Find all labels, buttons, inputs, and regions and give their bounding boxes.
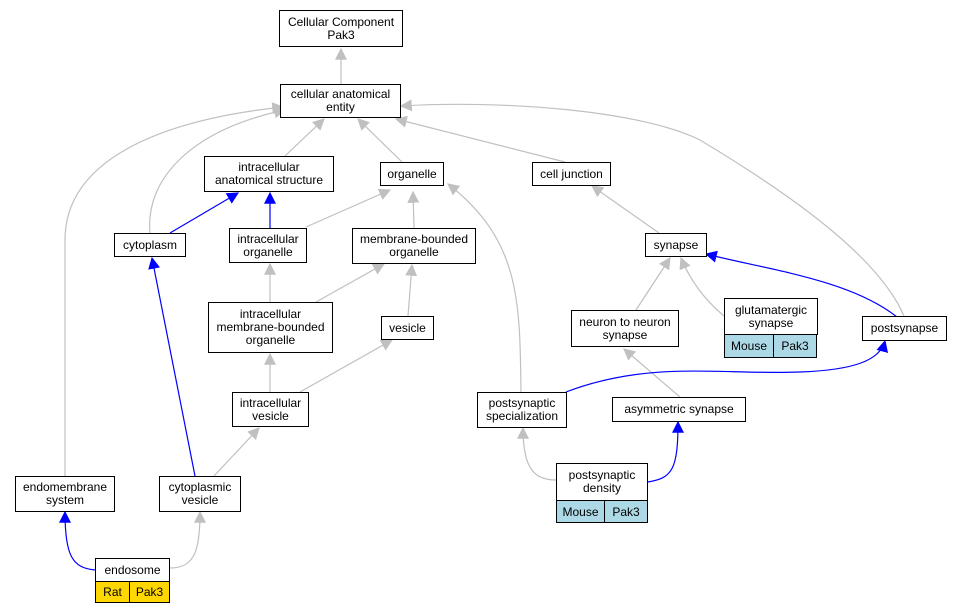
node-label: cytoplasm	[122, 237, 178, 252]
edge-glut-synapse	[679, 256, 725, 317]
node-organelle[interactable]: organelle	[380, 162, 444, 186]
node-label: vesicle	[389, 320, 426, 335]
node-label: postsynaptic specialization	[485, 396, 559, 423]
node-intracellular-membrane-bounded-organelle[interactable]: intracellular membrane-bounded organelle	[208, 302, 333, 353]
tag-rat: Rat	[95, 581, 130, 603]
edge-endosome-endomem	[59, 510, 96, 571]
tag-mouse: Mouse	[556, 500, 605, 523]
node-neuron-to-neuron-synapse[interactable]: neuron to neuron synapse	[571, 310, 679, 347]
node-label: endomembrane system	[22, 480, 108, 507]
tag-pak3: Pak3	[604, 500, 648, 523]
edge-organelle-cae	[357, 118, 403, 163]
tag-pak3: Pak3	[773, 334, 817, 358]
edge-vesicle-mbo	[405, 263, 418, 317]
node-label: postsynapse	[870, 321, 939, 335]
tag-pak3: Pak3	[129, 581, 170, 603]
node-asymmetric-synapse[interactable]: asymmetric synapse	[612, 397, 746, 422]
edge-postsynapse-synapse	[704, 250, 898, 318]
node-vesicle[interactable]: vesicle	[381, 316, 434, 340]
node-endomembrane-system[interactable]: endomembrane system	[15, 476, 115, 512]
edge-psd-asym	[647, 420, 684, 483]
edge-imbo-mbo	[315, 263, 386, 303]
node-label: intracellular membrane-bounded organelle	[216, 307, 325, 347]
node-label: endosome	[104, 562, 161, 577]
node-cellular-anatomical-entity[interactable]: cellular anatomical entity	[280, 84, 401, 118]
node-intracellular-vesicle[interactable]: intracellular vesicle	[232, 392, 309, 427]
node-synapse[interactable]: synapse	[645, 233, 707, 257]
edge-mbo-organelle	[407, 190, 420, 229]
node-glutamatergic-synapse[interactable]: glutamatergic synapse	[724, 298, 818, 335]
node-label: postsynaptic density	[568, 468, 636, 495]
node-postsynapse[interactable]: postsynapse	[862, 316, 947, 341]
edge-endomem-cae	[64, 102, 285, 476]
edge-n2n-synapse	[635, 256, 671, 311]
node-label: neuron to neuron synapse	[579, 314, 671, 342]
node-intracellular-organelle[interactable]: intracellular organelle	[229, 228, 307, 263]
node-label: glutamatergic synapse	[734, 302, 808, 330]
edge-postsynapse-cae	[399, 99, 905, 317]
edge-cytoves-cytoplasm	[148, 256, 196, 477]
edge-psspec-organelle	[447, 183, 522, 395]
edge-cytoplasm-cae	[149, 106, 287, 234]
node-postsynaptic-density[interactable]: postsynaptic density	[556, 463, 648, 501]
edge-ias-cae	[284, 118, 325, 157]
postsynaptic-density-tags: Mouse Pak3	[556, 500, 648, 523]
edge-intraves-vesicle	[299, 339, 394, 393]
endosome-tags: Rat Pak3	[95, 581, 170, 603]
node-label: Cellular Component Pak3	[287, 14, 395, 42]
node-label: cell junction	[540, 166, 603, 181]
node-cytoplasm[interactable]: cytoplasm	[114, 233, 186, 257]
edge-endosome-cytoves	[169, 510, 206, 569]
node-postsynaptic-specialization[interactable]: postsynaptic specialization	[477, 392, 567, 428]
node-label: intracellular organelle	[237, 231, 299, 259]
edge-celljunction-cae	[394, 115, 566, 163]
node-membrane-bounded-organelle[interactable]: membrane-bounded organelle	[352, 228, 476, 264]
node-endosome[interactable]: endosome	[95, 558, 170, 582]
node-label: organelle	[387, 166, 437, 181]
edge-synapse-celljunction	[591, 185, 660, 234]
node-cellular-component-pak3[interactable]: Cellular Component Pak3	[279, 10, 403, 47]
node-label: synapse	[653, 237, 699, 252]
node-label: intracellular anatomical structure	[214, 160, 324, 187]
node-cytoplasmic-vesicle[interactable]: cytoplasmic vesicle	[159, 476, 241, 512]
node-label: cytoplasmic vesicle	[168, 480, 232, 507]
node-label: asymmetric synapse	[624, 402, 734, 416]
edge-introrg-organelle	[305, 188, 392, 228]
edge-cytoves-intraves	[213, 427, 260, 477]
edge-psspec-postsynapse	[565, 339, 889, 393]
node-label: cellular anatomical entity	[290, 87, 391, 114]
glutamatergic-synapse-tags: Mouse Pak3	[724, 334, 818, 358]
node-label: intracellular vesicle	[239, 395, 302, 423]
edge-psd-psspec	[517, 426, 557, 481]
node-label: membrane-bounded organelle	[359, 232, 469, 259]
edge-cytoplasm-ias	[169, 192, 240, 234]
node-intracellular-anatomical-structure[interactable]: intracellular anatomical structure	[204, 156, 334, 192]
tag-mouse: Mouse	[724, 334, 774, 358]
node-cell-junction[interactable]: cell junction	[532, 162, 611, 186]
